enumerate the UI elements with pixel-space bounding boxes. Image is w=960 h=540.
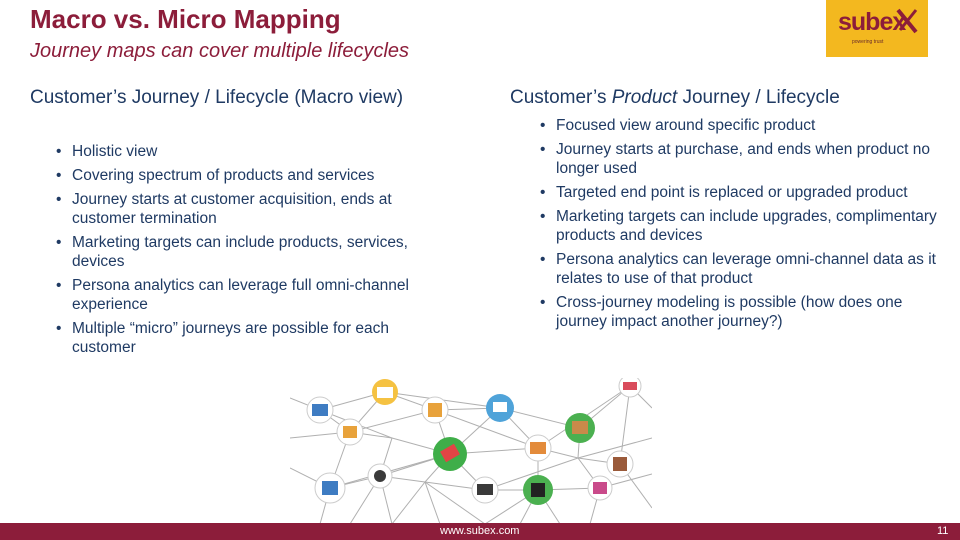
bullet-item: Persona analytics can leverage omni-chan… [530, 250, 940, 288]
bullet-item: Targeted end point is replaced or upgrad… [530, 183, 940, 202]
bullet-item: Focused view around specific product [530, 116, 940, 135]
heading-emphasis: Product [611, 87, 678, 108]
bullet-item: Persona analytics can leverage full omni… [46, 276, 446, 314]
right-column-heading: Customer’s Product Journey / Lifecycle [510, 87, 840, 108]
right-bullet-list: Focused view around specific productJour… [530, 116, 940, 336]
page-number: 11 [937, 525, 949, 537]
bullet-item: Marketing targets can include products, … [46, 233, 446, 271]
left-bullet-list: Holistic viewCovering spectrum of produc… [46, 142, 446, 362]
bullet-item: Journey starts at purchase, and ends whe… [530, 140, 940, 178]
bullet-item: Marketing targets can include upgrades, … [530, 207, 940, 245]
bullet-item: Holistic view [46, 142, 446, 161]
slide-subtitle: Journey maps can cover multiple lifecycl… [30, 40, 410, 62]
bullet-item: Cross-journey modeling is possible (how … [530, 293, 940, 331]
customer-network-illustration [290, 378, 652, 524]
subex-logo: subex powering trust [826, 0, 928, 57]
logo-tagline: powering trust [852, 39, 884, 45]
left-column-heading: Customer’s Journey / Lifecycle (Macro vi… [30, 87, 404, 108]
logo-wordmark: subex [838, 8, 906, 36]
bullet-item: Multiple “micro” journeys are possible f… [46, 319, 446, 357]
bullet-item: Covering spectrum of products and servic… [46, 166, 446, 185]
footer-bar: www.subex.com 11 [0, 523, 960, 540]
slide-title: Macro vs. Micro Mapping [30, 4, 341, 34]
bullet-item: Journey starts at customer acquisition, … [46, 190, 446, 228]
footer-url[interactable]: www.subex.com [440, 525, 520, 537]
logo-x-mark-icon [896, 8, 918, 34]
